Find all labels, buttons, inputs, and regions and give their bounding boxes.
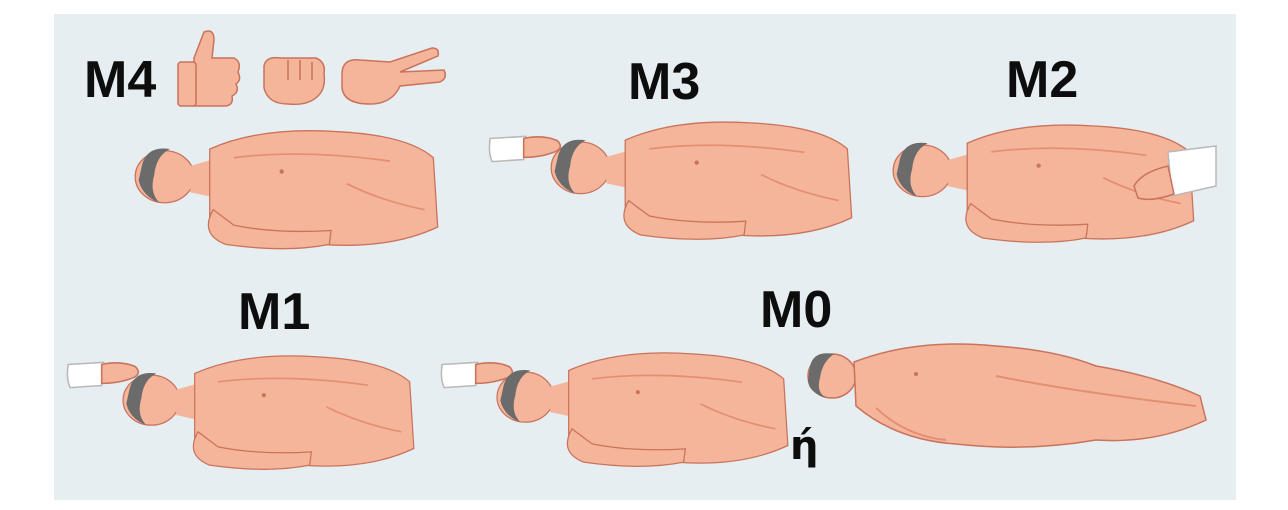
patient-figure-m0: [492, 334, 792, 482]
patient-figure-m3: [546, 104, 856, 254]
examiner-hand-m2: [1128, 146, 1218, 202]
level-m1-label: M1: [238, 286, 310, 338]
thumbs-up-icon: [174, 28, 244, 110]
fist-icon: [258, 52, 328, 108]
level-m2-label: M2: [1006, 54, 1078, 106]
examiner-hand-m3: [488, 128, 572, 170]
patient-figure-m4: [130, 112, 442, 264]
level-m0-label: M0: [760, 284, 832, 336]
patient-figure-m1: [118, 336, 418, 486]
level-m3-label: M3: [628, 56, 700, 108]
level-m4-label: M4: [84, 54, 156, 106]
peace-sign-icon: [336, 44, 448, 108]
patient-figure-m0-full-body: [796, 336, 1216, 466]
